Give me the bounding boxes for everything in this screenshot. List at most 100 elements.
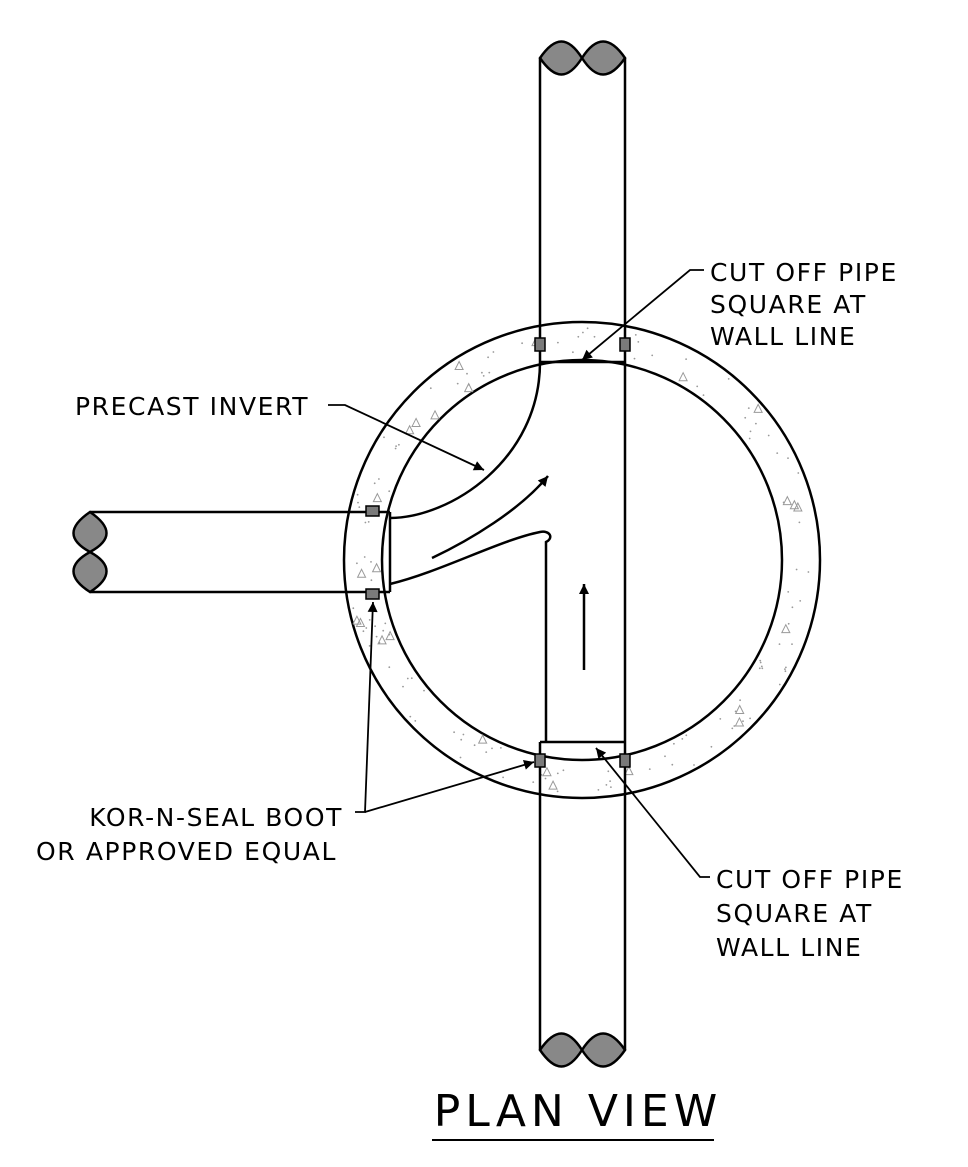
concrete-speckle-dot bbox=[739, 699, 741, 702]
concrete-speckle-dot bbox=[633, 357, 636, 360]
concrete-aggregate-mark bbox=[404, 424, 415, 435]
concrete-aggregate-mark bbox=[734, 716, 745, 727]
concrete-speckle-dot bbox=[370, 579, 373, 582]
concrete-speckle-dot bbox=[488, 371, 491, 374]
concrete-speckle-dot bbox=[799, 600, 802, 602]
concrete-speckle-dot bbox=[365, 627, 368, 629]
concrete-speckle-dot bbox=[384, 622, 387, 625]
concrete-speckle-dot bbox=[572, 351, 574, 354]
concrete-speckle-dot bbox=[755, 422, 757, 425]
concrete-speckle-dot bbox=[696, 385, 699, 388]
concrete-speckle-dot bbox=[502, 776, 504, 779]
concrete-speckle-dot bbox=[787, 457, 789, 459]
concrete-speckle-dot bbox=[651, 354, 654, 357]
concrete-speckle-dot bbox=[368, 619, 371, 621]
concrete-speckle-dot bbox=[423, 689, 425, 692]
precast-invert-label: PRECAST INVERT bbox=[75, 392, 309, 421]
concrete-speckle-dot bbox=[776, 452, 779, 454]
concrete-speckle-dot bbox=[362, 630, 365, 633]
concrete-aggregate-mark bbox=[789, 499, 800, 510]
concrete-speckle-dot bbox=[429, 387, 432, 390]
concrete-speckle-dot bbox=[487, 356, 489, 359]
concrete-speckle-dot bbox=[784, 668, 786, 670]
concrete-speckle-dot bbox=[356, 493, 359, 496]
concrete-speckle-dot bbox=[747, 407, 750, 409]
boot-seal bbox=[365, 588, 380, 600]
concrete-aggregate-mark bbox=[372, 492, 383, 503]
concrete-speckle-dot bbox=[459, 756, 462, 759]
concrete-aggregate-mark bbox=[678, 371, 688, 382]
left-pipe bbox=[72, 505, 392, 600]
top-pipe bbox=[534, 40, 631, 364]
concrete-speckle-dot bbox=[521, 342, 523, 345]
concrete-speckle-dot bbox=[610, 786, 612, 788]
concrete-speckle-dot bbox=[375, 635, 378, 638]
concrete-speckle-dot bbox=[395, 445, 397, 447]
concrete-speckle-dot bbox=[744, 416, 747, 419]
manhole-wall bbox=[342, 320, 822, 800]
concrete-speckle-dot bbox=[760, 665, 763, 668]
concrete-speckle-dot bbox=[597, 789, 600, 791]
concrete-speckle-dot bbox=[557, 341, 559, 344]
concrete-speckle-dot bbox=[577, 335, 580, 338]
concrete-speckle-dot bbox=[727, 378, 730, 380]
concrete-speckle-dot bbox=[748, 437, 751, 440]
concrete-speckle-dot bbox=[787, 622, 790, 625]
concrete-speckle-dot bbox=[681, 738, 684, 740]
concrete-aggregate-mark bbox=[385, 630, 395, 641]
concrete-speckles bbox=[352, 327, 810, 793]
concrete-speckle-dot bbox=[685, 358, 687, 360]
concrete-speckle-dot bbox=[673, 742, 675, 745]
concrete-speckle-dot bbox=[453, 731, 455, 734]
concrete-speckle-dot bbox=[556, 790, 559, 793]
annotations: PRECAST INVERT CUT OFF PIPE SQUARE AT WA… bbox=[36, 258, 904, 1141]
concrete-speckle-dot bbox=[378, 478, 380, 480]
concrete-speckle-dot bbox=[734, 710, 737, 713]
concrete-speckle-dot bbox=[778, 643, 781, 645]
concrete-speckle-dot bbox=[749, 430, 752, 433]
concrete-speckle-dot bbox=[462, 733, 465, 736]
concrete-aggregate-mark bbox=[371, 562, 382, 573]
concrete-aggregate-mark bbox=[411, 417, 421, 427]
boot-line1: KOR-N-SEAL BOOT bbox=[89, 803, 343, 832]
cut-off-top-line3: WALL LINE bbox=[710, 322, 856, 351]
invert-curve-outer bbox=[389, 361, 542, 520]
concrete-aggregate-mark bbox=[355, 617, 366, 627]
concrete-speckle-dot bbox=[758, 667, 761, 670]
concrete-speckle-dot bbox=[485, 751, 488, 753]
concrete-speckle-dot bbox=[394, 447, 397, 450]
concrete-speckle-dot bbox=[398, 443, 400, 446]
concrete-speckle-dot bbox=[759, 659, 762, 662]
concrete-speckle-dot bbox=[761, 667, 764, 670]
concrete-aggregate-mark bbox=[542, 766, 552, 777]
pipe-break-symbol bbox=[72, 510, 108, 594]
cut-off-top-line1: CUT OFF PIPE bbox=[710, 258, 898, 287]
concrete-speckle-dot bbox=[358, 506, 361, 508]
concrete-aggregate-mark bbox=[454, 360, 464, 370]
concrete-speckle-dot bbox=[492, 351, 495, 353]
leader-precast-invert bbox=[328, 404, 485, 471]
concrete-aggregate-mark bbox=[377, 634, 387, 645]
concrete-speckle-dot bbox=[352, 607, 355, 610]
concrete-aggregate-mark bbox=[753, 403, 763, 413]
concrete-speckle-dot bbox=[582, 331, 584, 334]
concrete-aggregate-mark bbox=[430, 409, 440, 420]
cut-off-bottom-line1: CUT OFF PIPE bbox=[716, 865, 904, 894]
concrete-aggregate-mark bbox=[463, 382, 474, 393]
concrete-speckle-dot bbox=[556, 772, 559, 775]
concrete-speckle-dot bbox=[648, 768, 651, 770]
concrete-aggregate-mark bbox=[782, 495, 793, 506]
concrete-speckle-dot bbox=[797, 472, 800, 474]
concrete-speckle-dot bbox=[370, 561, 372, 563]
concrete-speckle-dot bbox=[414, 720, 417, 722]
boot-seal bbox=[534, 337, 546, 352]
concrete-aggregate-mark bbox=[624, 765, 634, 776]
concrete-speckle-dot bbox=[671, 763, 674, 766]
concrete-aggregate-mark bbox=[356, 568, 367, 578]
concrete-speckle-dot bbox=[402, 685, 404, 688]
precast-invert bbox=[389, 361, 627, 742]
concrete-aggregate-mark bbox=[548, 780, 558, 790]
concrete-speckle-dot bbox=[719, 718, 722, 720]
concrete-speckle-dot bbox=[795, 568, 798, 571]
